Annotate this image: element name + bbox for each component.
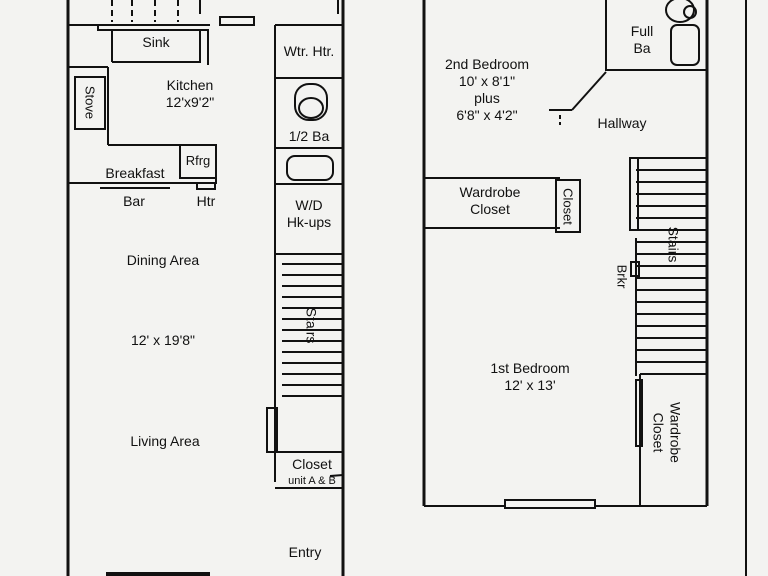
wardrobe-closet-label-line2: Closet — [470, 201, 510, 217]
closet-label: Closet — [292, 456, 332, 472]
sink-label: Sink — [142, 34, 170, 50]
water-heater-label: Wtr. Htr. — [283, 43, 335, 59]
bedroom2-dims-label: 10' x 8'1" — [458, 73, 516, 89]
living-area-label: Living Area — [130, 433, 200, 449]
wardrobe-closet-label-line1: Wardrobe — [459, 184, 521, 200]
heater-label: Htr — [196, 193, 216, 209]
dining-area-label: Dining Area — [126, 252, 200, 268]
washer-dryer-label-line1: W/D — [295, 197, 323, 213]
left-stairs-label: Stairs — [303, 307, 320, 344]
closet-note-label: unit A & B — [288, 475, 336, 487]
full-bath-label-line2: Ba — [633, 40, 651, 56]
breakfast-label: Breakfast — [105, 165, 165, 181]
refrigerator-label: Rfrg — [185, 153, 211, 168]
hall-closet-label: Closet — [560, 188, 576, 225]
breaker-label: Brkr — [614, 264, 630, 289]
bedroom1-name-label: 1st Bedroom — [490, 360, 570, 376]
kitchen-name-label: Kitchen — [166, 77, 214, 93]
wardrobe-closet2-label-line1: Wardrobe — [667, 402, 684, 463]
full-bath-label-line1: Full — [630, 23, 654, 39]
bedroom2-name-label: 2nd Bedroom — [444, 56, 530, 72]
wardrobe-closet2-label-line2: Closet — [650, 412, 667, 453]
half-bath-label: 1/2 Ba — [288, 128, 330, 144]
left-unit-walls — [66, 0, 345, 576]
bedroom2-extra-dims-label: 6'8" x 4'2" — [456, 107, 518, 123]
right-stairs-label: Stairs — [665, 226, 682, 263]
bedroom2-plus-label: plus — [474, 90, 500, 106]
hallway-label: Hallway — [597, 115, 647, 131]
washer-dryer-label-line2: Hk-ups — [286, 214, 332, 230]
bedroom1-dims-label: 12' x 13' — [504, 377, 556, 393]
kitchen-dims-label: 12'x9'2" — [165, 94, 215, 110]
right-unit-walls — [422, 0, 747, 576]
dining-living-dims-label: 12' x 19'8" — [130, 332, 196, 348]
bar-label: Bar — [123, 193, 145, 209]
stove-label: Stove — [82, 85, 98, 120]
entry-label: Entry — [288, 544, 322, 560]
